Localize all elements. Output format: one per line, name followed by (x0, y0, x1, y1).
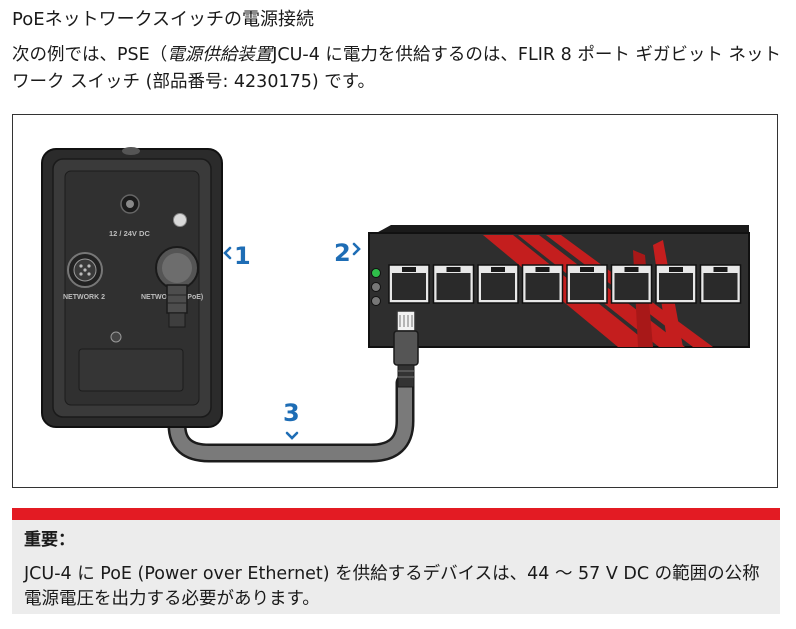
callout-1: 1 (234, 242, 251, 270)
intro-text-start: 次の例では、PSE（ (12, 45, 168, 65)
jcu-network2-label: NETWORK 2 (63, 294, 105, 301)
switch-cable-plug (393, 310, 419, 388)
page-title: PoEネットワークスイッチの電源接続 (12, 9, 315, 30)
diagram-drawing: 12 / 24V DC NETWORK 2 NETWORK 1 (PoE) (41, 147, 750, 463)
callout-2: 2 (334, 239, 351, 267)
notice-red-bar (12, 508, 780, 520)
callout-3-arrow (285, 431, 299, 440)
switch-port-row (388, 264, 742, 304)
switch-port-2 (432, 264, 475, 304)
intro-paragraph: 次の例では、PSE（電源供給装置JCU-4 に電力を供給するのは、FLIR 8 … (12, 42, 784, 96)
jcu-cable-plug (155, 246, 199, 328)
switch-port-4 (521, 264, 564, 304)
switch-port-6 (610, 264, 653, 304)
intro-emphasis: 電源供給装置 (167, 45, 273, 65)
callout-2-arrow (352, 242, 361, 256)
switch-port-7 (655, 264, 697, 304)
callout-1-arrow (223, 246, 232, 260)
jcu-voltage-label: 12 / 24V DC (109, 229, 150, 238)
switch-status-led (371, 268, 381, 278)
callout-3: 3 (283, 399, 300, 427)
switch-port-8 (699, 264, 742, 304)
switch-port-5 (566, 264, 608, 304)
poe-network-switch (368, 225, 750, 348)
important-notice: 重要： JCU-4 に PoE (Power over Ethernet) を供… (12, 508, 780, 614)
notice-body: JCU-4 に PoE (Power over Ethernet) を供給するデ… (24, 564, 760, 609)
switch-port-3 (477, 264, 519, 304)
switch-port-1 (388, 264, 430, 304)
connection-diagram: 12 / 24V DC NETWORK 2 NETWORK 1 (PoE) (12, 114, 778, 488)
notice-heading: 重要： (24, 530, 75, 550)
intro-text-end: JCU-4 に電力を供給するのは、FLIR 8 ポート ギガビット ネットワーク… (12, 45, 781, 92)
jcu-4-device: 12 / 24V DC NETWORK 2 NETWORK 1 (PoE) (41, 147, 223, 428)
